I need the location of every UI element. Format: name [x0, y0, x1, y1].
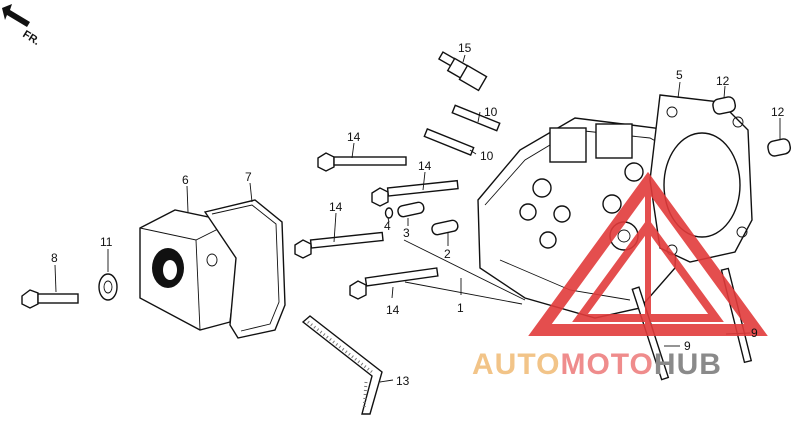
dowel-pin-upper — [712, 96, 737, 115]
callout-10b: 10 — [480, 149, 494, 163]
stud-bolt-lower — [423, 128, 475, 156]
callout-5: 5 — [676, 68, 683, 82]
callout-7: 7 — [245, 170, 252, 184]
callout-8: 8 — [51, 251, 58, 265]
sealing-washer — [98, 273, 118, 301]
head-bolt-top — [317, 152, 407, 172]
callout-6: 6 — [182, 173, 189, 187]
small-washer-4 — [384, 207, 394, 219]
dowel-collar-3 — [397, 201, 425, 218]
watermark-triangle-icon — [528, 171, 768, 336]
callout-14a: 14 — [347, 130, 361, 144]
callout-12b: 12 — [771, 105, 785, 119]
watermark-text: AUTOMOTOHUB — [472, 348, 722, 381]
leader-lines — [54, 54, 781, 383]
callout-15: 15 — [458, 41, 472, 55]
callout-14b: 14 — [418, 159, 432, 173]
stud-bolt-upper — [451, 104, 501, 132]
cover-bolt — [21, 289, 79, 309]
head-cover-gasket — [203, 199, 286, 339]
callout-4: 4 — [384, 219, 391, 233]
head-bolt-bottom — [349, 267, 439, 300]
watermark-auto: AUTO — [472, 348, 560, 381]
callout-11: 11 — [100, 235, 113, 249]
breather-tube — [301, 315, 383, 415]
cylinder-head-gasket — [649, 94, 753, 263]
callout-9a: 9 — [684, 339, 691, 353]
watermark-hub: HUB — [654, 348, 722, 381]
dowel-pin-lower — [767, 138, 792, 157]
callout-14d: 14 — [386, 303, 400, 317]
callout-2: 2 — [444, 247, 451, 261]
callout-9b: 9 — [751, 326, 758, 340]
callout-3: 3 — [403, 226, 410, 240]
spark-plug — [437, 51, 488, 92]
front-direction-label: FR. — [20, 28, 41, 48]
callout-1: 1 — [457, 301, 464, 315]
dowel-collar-2 — [431, 219, 459, 236]
callout-12a: 12 — [716, 74, 730, 88]
callout-13: 13 — [396, 374, 410, 388]
head-bolt-left — [294, 231, 384, 259]
watermark-moto: MOTO — [560, 348, 653, 381]
head-bolt-middle — [371, 179, 459, 207]
callout-14c: 14 — [329, 200, 343, 214]
callout-10a: 10 — [484, 105, 498, 119]
front-direction-arrow-icon — [2, 4, 30, 27]
